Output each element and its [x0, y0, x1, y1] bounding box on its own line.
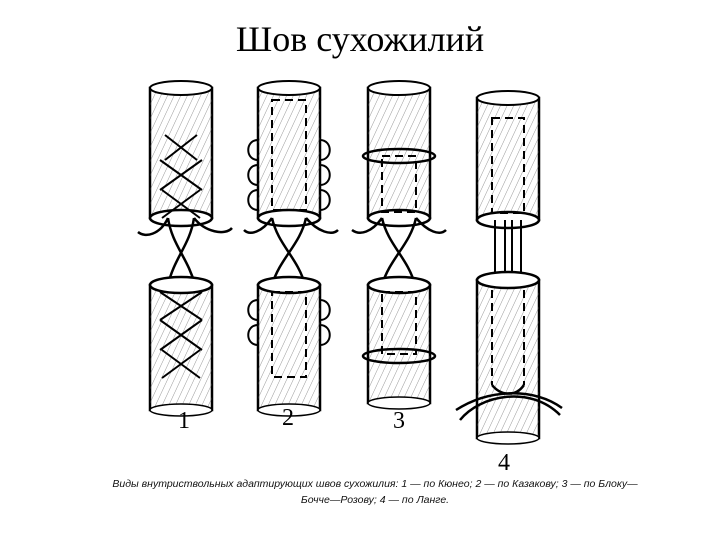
suture-thread — [272, 218, 306, 285]
panel-2-kazakov-suture: 2 — [244, 81, 338, 431]
panel-number-2: 2 — [282, 405, 294, 431]
tendon-end-bottom — [477, 272, 539, 444]
caption-line-2: Бочче—Розову; 4 — по Ланге. — [95, 492, 655, 508]
tendon-end-bottom — [150, 277, 212, 416]
tendon-end-bottom — [258, 277, 320, 416]
tendon-end-top — [477, 91, 539, 228]
panel-4-lange-suture: 4 — [456, 91, 562, 476]
panel-number-4: 4 — [498, 450, 510, 476]
tendon-end-top — [258, 81, 320, 226]
suture-thread — [382, 218, 416, 285]
panel-number-3: 3 — [393, 408, 405, 434]
panel-number-1: 1 — [178, 408, 190, 434]
tendon-end-top — [368, 81, 430, 226]
figure-caption: Виды внутриствольных адаптирующих швов с… — [95, 476, 655, 508]
panel-1-cuneo-suture: 1 — [138, 81, 232, 434]
tendon-end-bottom — [368, 277, 430, 409]
caption-line-1: Виды внутриствольных адаптирующих швов с… — [95, 476, 655, 492]
panel-3-bloch-bocce-rozov-suture: 3 — [352, 81, 446, 434]
suture-thread — [168, 218, 195, 285]
